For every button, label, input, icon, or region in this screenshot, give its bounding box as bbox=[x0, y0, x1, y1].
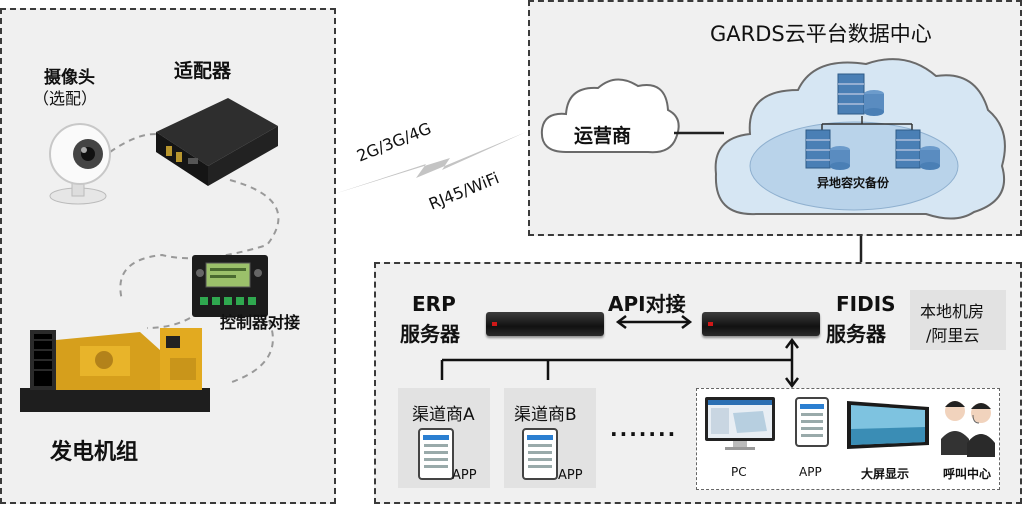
datacenter-cloud-icon bbox=[714, 58, 1006, 220]
fidis-label-line2: 服务器 bbox=[826, 322, 886, 346]
more-dealers-ellipsis: ······· bbox=[610, 422, 678, 446]
server-stack-right-icon bbox=[895, 129, 940, 170]
local-label-line1: 本地机房 bbox=[920, 302, 985, 321]
server-stack-top-icon bbox=[837, 73, 884, 116]
carrier-cloud-icon bbox=[540, 78, 680, 154]
call-center-agents-icon bbox=[941, 401, 995, 457]
dealer-b-card: 渠道商B APP bbox=[504, 388, 596, 488]
phone-app-icon bbox=[522, 428, 558, 480]
erp-label-line1: ERP bbox=[412, 292, 456, 316]
terminal-app-phone-icon bbox=[795, 397, 829, 447]
local-datacenter-badge: 本地机房 /阿里云 bbox=[910, 290, 1006, 350]
server-panel: ERP 服务器 API对接 FIDIS 服务器 本地机房 /阿里云 渠道商A A… bbox=[374, 262, 1022, 504]
terminal-bigscreen-label: 大屏显示 bbox=[861, 467, 910, 481]
server-stack-left-icon bbox=[805, 129, 850, 170]
cloud-datacenter-panel: GARDS云平台数据中心 运营商 异地容灾备份 bbox=[528, 0, 1022, 236]
backup-label: 异地容灾备份 bbox=[817, 176, 890, 190]
big-screen-icon bbox=[847, 401, 929, 449]
terminal-pc-label: PC bbox=[731, 465, 747, 479]
connection-dashes bbox=[109, 133, 280, 383]
dealer-b-label: 渠道商B bbox=[514, 405, 577, 425]
generator-icon bbox=[20, 310, 220, 420]
adapter-icon bbox=[150, 90, 282, 190]
terminal-app-label: APP bbox=[799, 465, 822, 479]
adapter-label: 适配器 bbox=[174, 60, 232, 82]
dealer-b-app-label: APP bbox=[558, 468, 583, 483]
distribution-bus bbox=[440, 337, 799, 389]
erp-server-icon bbox=[486, 312, 604, 336]
api-label: API对接 bbox=[608, 292, 686, 316]
lightning-link-icon bbox=[330, 128, 530, 198]
dealer-a-app-label: APP bbox=[452, 468, 477, 483]
fidis-server-icon bbox=[702, 312, 820, 336]
phone-app-icon bbox=[418, 428, 454, 480]
api-double-arrow bbox=[615, 315, 693, 329]
carrier-connector bbox=[674, 131, 724, 135]
erp-label-line2: 服务器 bbox=[400, 322, 460, 346]
dealer-a-label: 渠道商A bbox=[412, 405, 475, 425]
cloud-title: GARDS云平台数据中心 bbox=[710, 22, 932, 46]
camera-label: 摄像头 bbox=[44, 68, 95, 88]
fidis-label-line1: FIDIS bbox=[836, 292, 896, 316]
cloud-server-connector bbox=[859, 236, 863, 264]
controller-label: 控制器对接 bbox=[220, 313, 301, 332]
controller-icon bbox=[192, 255, 268, 317]
pc-monitor-icon bbox=[705, 397, 775, 450]
local-label-line2: /阿里云 bbox=[926, 326, 980, 345]
generator-label: 发电机组 bbox=[50, 440, 139, 465]
terminal-callcenter-label: 呼叫中心 bbox=[943, 467, 992, 481]
field-equipment-panel: 摄像头 （选配） 适配器 bbox=[0, 8, 336, 504]
dealer-a-card: 渠道商A APP bbox=[398, 388, 490, 488]
carrier-label: 运营商 bbox=[574, 125, 632, 147]
terminals-group: PC APP 大屏显示 呼叫中心 bbox=[696, 388, 1000, 490]
camera-optional-label: （选配） bbox=[33, 89, 98, 108]
camera-icon bbox=[40, 118, 120, 206]
